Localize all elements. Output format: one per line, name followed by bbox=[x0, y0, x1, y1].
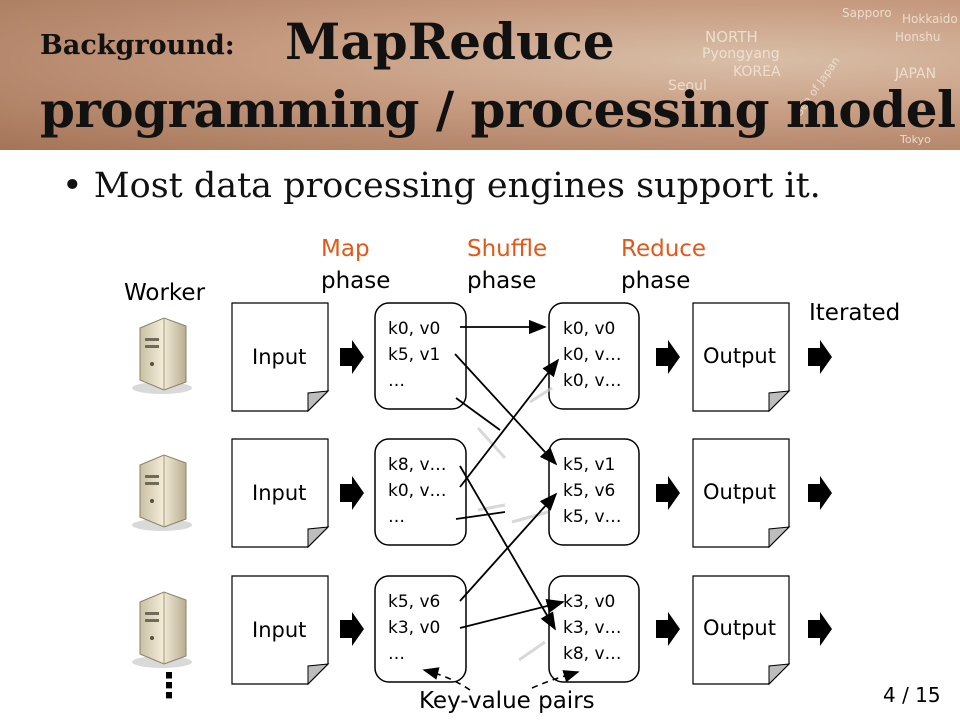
map-label: KOREA bbox=[733, 64, 781, 80]
kv-pair: … bbox=[388, 371, 405, 391]
server-icon bbox=[131, 454, 193, 532]
shuffle-arrows bbox=[454, 319, 565, 631]
arrow-right-icon bbox=[808, 340, 832, 374]
kv-pair: k3, v… bbox=[563, 618, 622, 638]
output-label: Output bbox=[703, 344, 776, 368]
server-icon bbox=[131, 317, 193, 395]
reduce-box: k3, v0 k3, v… k8, v… bbox=[548, 575, 640, 683]
server-icon bbox=[131, 591, 193, 669]
reduce-box: k0, v0 k0, v… k0, v… bbox=[548, 302, 640, 410]
map-box: k5, v6 k3, v0 … bbox=[374, 575, 467, 683]
map-phase-word: phase bbox=[321, 268, 391, 294]
map-label: NORTH bbox=[705, 28, 758, 46]
kv-pair: k8, v… bbox=[563, 644, 622, 664]
shuffle-arrow bbox=[459, 465, 556, 631]
output-doc: Output bbox=[692, 438, 790, 548]
input-doc: Input bbox=[231, 438, 329, 548]
kv-pair: … bbox=[388, 644, 405, 664]
shuffle-streaks bbox=[476, 386, 553, 662]
input-doc: Input bbox=[231, 575, 329, 685]
kv-pair: k5, v6 bbox=[563, 481, 615, 501]
reduce-box: k5, v1 k5, v6 k5, v… bbox=[548, 438, 640, 546]
kv-pair: k5, v6 bbox=[388, 592, 440, 612]
title-banner: NORTH Pyongyang KOREA Seoul JAPAN Sappor… bbox=[0, 0, 960, 150]
map-box: k0, v0 k5, v1 … bbox=[374, 302, 467, 410]
reduce-phase-title: Reduce bbox=[621, 236, 707, 262]
shuffle-arrow bbox=[459, 358, 560, 488]
input-doc: Input bbox=[231, 302, 329, 412]
input-label: Input bbox=[252, 481, 306, 505]
shuffle-phase-word: phase bbox=[467, 268, 537, 294]
kv-pair: k0, v… bbox=[563, 345, 622, 365]
arrow-right-icon bbox=[340, 476, 364, 510]
map-label: Seoul bbox=[668, 78, 707, 94]
kv-pair: k3, v0 bbox=[388, 618, 440, 638]
arrow-right-icon bbox=[656, 612, 680, 646]
key-value-label: Key-value pairs bbox=[419, 688, 595, 714]
kv-pair: k0, v… bbox=[563, 371, 622, 391]
output-doc: Output bbox=[692, 302, 790, 412]
shuffle-arrow bbox=[455, 511, 506, 520]
map-phase-title: Map bbox=[321, 236, 370, 262]
kv-pair: k0, v0 bbox=[388, 319, 440, 339]
key-value-pointers bbox=[422, 667, 580, 691]
shuffle-arrow bbox=[454, 353, 558, 466]
kv-pair: … bbox=[388, 507, 405, 527]
kv-pair: k3, v0 bbox=[563, 592, 615, 612]
bullet-item: • Most data processing engines support i… bbox=[62, 166, 821, 206]
iterated-label: Iterated bbox=[809, 300, 901, 326]
shuffle-arrow bbox=[455, 397, 501, 431]
map-label: Honshu bbox=[895, 30, 941, 44]
shuffle-arrow bbox=[459, 598, 565, 629]
title-line2: programming / processing model bbox=[40, 80, 956, 139]
reduce-phase-word: phase bbox=[621, 268, 691, 294]
arrow-right-icon bbox=[340, 340, 364, 374]
input-label: Input bbox=[252, 618, 306, 642]
arrow-right-icon bbox=[656, 476, 680, 510]
kv-pair: k0, v0 bbox=[563, 319, 615, 339]
map-label: Pyongyang bbox=[702, 46, 780, 62]
kv-pair: k5, v1 bbox=[563, 455, 615, 475]
output-label: Output bbox=[703, 480, 776, 504]
arrow-right-icon bbox=[656, 340, 680, 374]
title-main: MapReduce bbox=[285, 12, 615, 71]
arrow-right-icon bbox=[808, 612, 832, 646]
arrow-right-icon bbox=[340, 612, 364, 646]
map-box: k8, v… k0, v… … bbox=[374, 438, 467, 546]
bullet-text: Most data processing engines support it. bbox=[93, 166, 821, 206]
more-workers-ellipsis: ⋮ bbox=[152, 666, 186, 706]
kv-pair: k5, v1 bbox=[388, 345, 440, 365]
worker-label: Worker bbox=[124, 280, 206, 306]
map-label: JAPAN bbox=[895, 66, 937, 82]
map-label: Sapporo bbox=[842, 6, 892, 20]
bullet-dot: • bbox=[62, 166, 94, 206]
arrow-right-icon bbox=[808, 476, 832, 510]
page-number: 4 / 15 bbox=[883, 683, 941, 707]
input-label: Input bbox=[252, 345, 306, 369]
shuffle-phase-title: Shuffle bbox=[467, 236, 548, 262]
map-label: Tokyo bbox=[900, 133, 931, 146]
kv-pair: k0, v… bbox=[388, 481, 447, 501]
title-prefix: Background: bbox=[40, 30, 235, 61]
output-doc: Output bbox=[692, 575, 790, 685]
kv-pair: k8, v… bbox=[388, 455, 447, 475]
map-label: Hokkaido bbox=[902, 12, 958, 26]
kv-pair: k5, v… bbox=[563, 507, 622, 527]
output-label: Output bbox=[703, 616, 776, 640]
